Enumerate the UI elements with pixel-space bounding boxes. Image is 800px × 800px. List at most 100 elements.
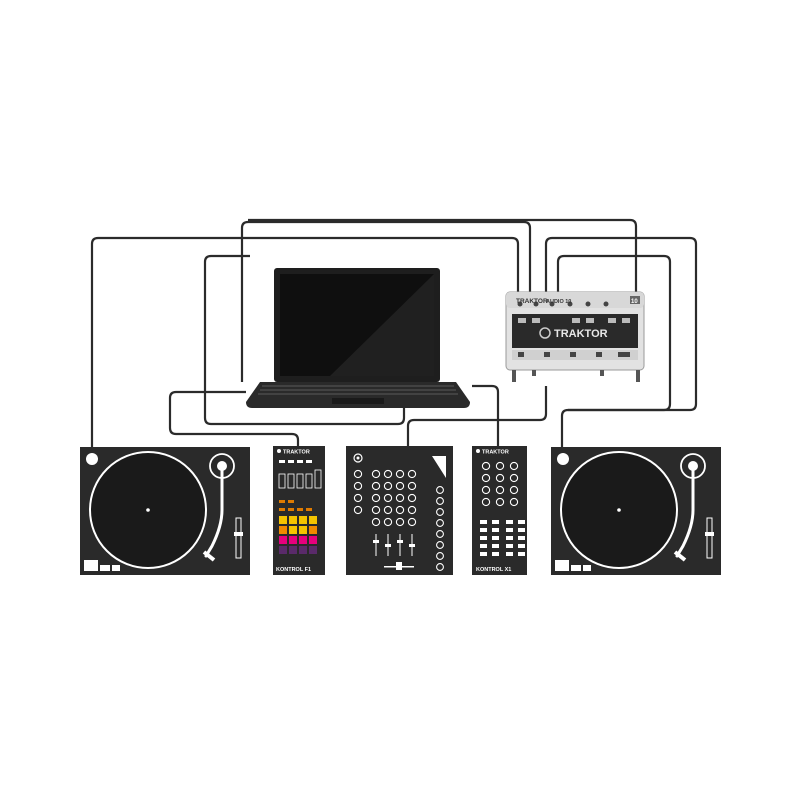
x1-button [492,528,499,532]
mixer-knob [371,517,381,527]
x1-button [518,536,525,540]
mixer-knob [436,552,444,560]
x1-knob [509,473,519,483]
pad [289,546,297,554]
audio-interface-top-jacks [517,301,609,307]
cables [90,218,698,452]
x1-button [492,536,499,540]
pad [299,536,307,544]
cable-right-loop [568,403,672,412]
ni-logo-icon [539,327,551,339]
mixer-knob [407,505,417,515]
kontrol-f1-pads [279,516,317,554]
audio-interface: TRAKTOR AUDIO 10 10 TRAKTOR [505,291,645,382]
x1-knob [509,497,519,507]
pad [289,516,297,524]
cable-x1 [472,384,500,452]
cable-mixer [406,386,548,452]
x1-button [492,520,499,524]
kontrol-f1-label: KONTROL F1 [276,567,311,573]
x1-button [506,552,513,556]
turntable-right [551,447,721,575]
x1-button [518,520,525,524]
mixer-knob [436,563,444,571]
pad [279,546,287,554]
x1-knob [481,497,491,507]
x1-button [506,544,513,548]
mixer-knob [383,493,393,503]
mixer-knob [395,481,405,491]
mixer-knob [436,530,444,538]
mixer-knob [436,541,444,549]
cable-turntable-right [544,236,698,452]
cable-turntable-left [90,236,520,452]
cable-laptop-usb [240,220,532,382]
cable-left-loop [203,408,406,426]
x1-knob [481,461,491,471]
x1-knob [495,473,505,483]
audio-interface-model: AUDIO 10 [546,299,571,305]
mixer-knob [436,508,444,516]
pad [309,546,317,554]
kontrol-f1-brand: TRAKTOR [283,450,310,456]
mixer-knob [383,469,393,479]
turntable-left [80,447,250,575]
x1-button [480,520,487,524]
x1-button [480,544,487,548]
kontrol-f1-buttons [279,500,312,511]
pad [279,536,287,544]
x1-button [518,544,525,548]
pad [289,526,297,534]
x1-button [480,536,487,540]
cable-f1 [168,390,300,452]
mixer-knob [353,505,363,515]
mixer-knob [436,497,444,505]
x1-knob [495,461,505,471]
audio-interface-brand: TRAKTOR [516,298,548,305]
x1-button [480,552,487,556]
pad [309,526,317,534]
mixer-knob [407,481,417,491]
x1-knob [495,485,505,495]
mixer [346,446,453,575]
kontrol-x1-controls [480,461,525,556]
mixer-knob [371,481,381,491]
mixer-knob [353,481,363,491]
kontrol-x1-label: KONTROL X1 [476,567,511,573]
x1-button [518,552,525,556]
cable-left-outer [203,254,250,418]
mixer-knob [371,493,381,503]
x1-knob [495,497,505,507]
x1-button [506,520,513,524]
mixer-knob [371,469,381,479]
x1-button [518,528,525,532]
mixer-knob [395,517,405,527]
mixer-knob [407,517,417,527]
cable-right-inner [556,254,672,404]
mixer-knob [395,469,405,479]
pad [279,526,287,534]
cable-mixer-right [248,218,638,296]
kontrol-f1: TRAKTOR KONTROL F1 [273,446,325,575]
x1-button [506,536,513,540]
mixer-knob [436,519,444,527]
pad [309,536,317,544]
x1-knob [509,461,519,471]
pad [299,526,307,534]
audio-interface-front-brand: TRAKTOR [554,328,608,340]
kontrol-x1: TRAKTOR KONTROL X1 [472,446,527,575]
audio-interface-feet [512,370,640,382]
pad [299,546,307,554]
pad [309,516,317,524]
mixer-knob [395,493,405,503]
audio-interface-front-jacks [518,318,630,323]
laptop [246,268,470,408]
x1-button [506,528,513,532]
x1-knob [481,485,491,495]
audio-interface-badge: 10 [631,299,638,305]
mixer-knob [436,486,444,494]
laptop-keyboard [258,385,458,395]
x1-button [492,552,499,556]
pad [279,516,287,524]
kontrol-x1-brand: TRAKTOR [482,450,509,456]
